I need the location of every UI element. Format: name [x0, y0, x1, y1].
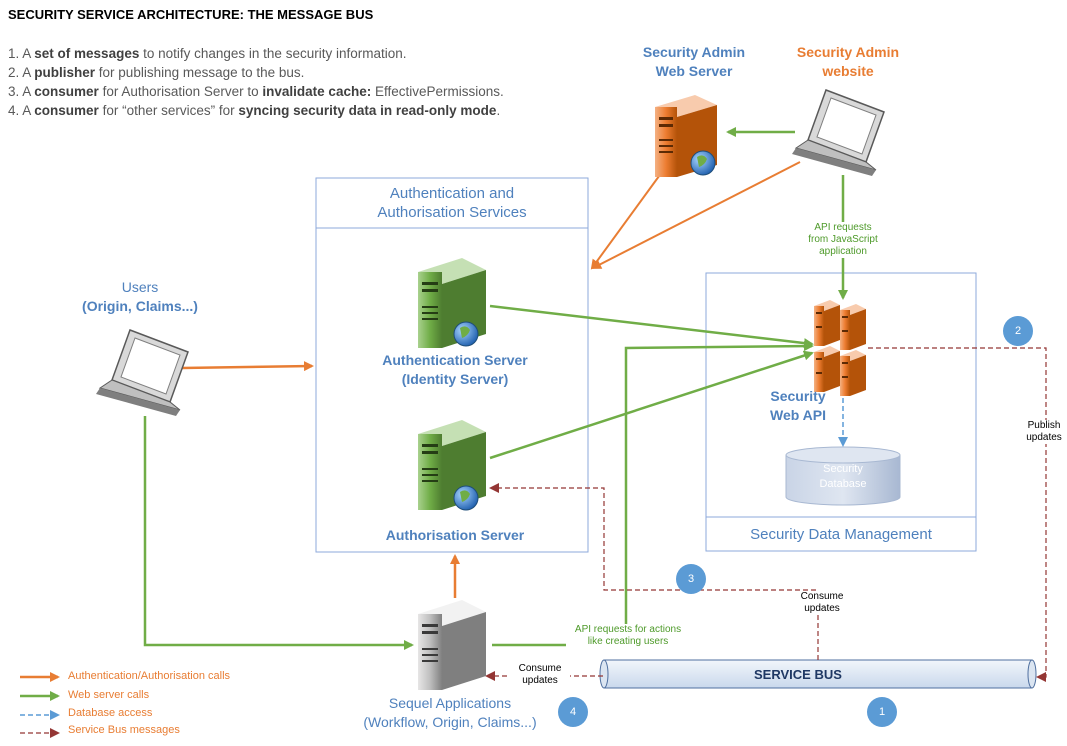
service-bus-label: SERVICE BUS	[754, 667, 842, 682]
edge-sequel-to-webapi	[492, 341, 814, 647]
edge-admin-website-to-auth	[591, 161, 801, 269]
edge-users-to-auth	[181, 361, 314, 372]
note-item: 2. A publisher for publishing message to…	[8, 65, 305, 80]
admin-web-server-icon	[655, 95, 717, 177]
badge-1: 1	[867, 697, 897, 727]
badge-4: 4	[558, 697, 588, 727]
admin-website-laptop-icon	[792, 89, 885, 176]
edge-users-to-sequel	[143, 416, 414, 650]
sequel-applications-label: Sequel Applications(Workflow, Origin, Cl…	[363, 695, 537, 730]
security-web-api-cluster-icon	[814, 300, 866, 396]
edge-authentication-to-webapi	[489, 304, 814, 349]
badge-3: 3	[676, 564, 706, 594]
edge-consume-authorisation	[489, 483, 819, 660]
sequel-applications-server-icon	[418, 600, 486, 690]
authentication-server-label: Authentication Server(Identity Server)	[382, 352, 528, 387]
edge-admin-webserver-to-auth	[590, 171, 663, 270]
users-label: Users(Origin, Claims...)	[82, 279, 198, 314]
authorisation-server-label: Authorisation Server	[385, 527, 525, 543]
security-data-management-title: Security Data Management	[750, 526, 932, 543]
authentication-server-icon	[418, 258, 486, 348]
edge-publish-updates	[868, 347, 1047, 682]
badge-2: 2	[1003, 316, 1033, 346]
diagram-title: SECURITY SERVICE ARCHITECTURE: THE MESSA…	[8, 7, 374, 22]
security-database-cylinder	[785, 446, 901, 506]
service-bus-pipe	[599, 659, 1037, 689]
note-item: 1. A set of messages to notify changes i…	[8, 46, 407, 61]
users-laptop-icon	[96, 329, 189, 416]
edge-authorisation-to-webapi	[489, 350, 814, 460]
note-item: 3. A consumer for Authorisation Server t…	[8, 84, 504, 99]
authorisation-server-icon	[418, 420, 486, 511]
note-item: 4. A consumer for “other services” for s…	[8, 103, 501, 118]
notes-list: 1. A set of messages to notify changes i…	[8, 44, 504, 120]
